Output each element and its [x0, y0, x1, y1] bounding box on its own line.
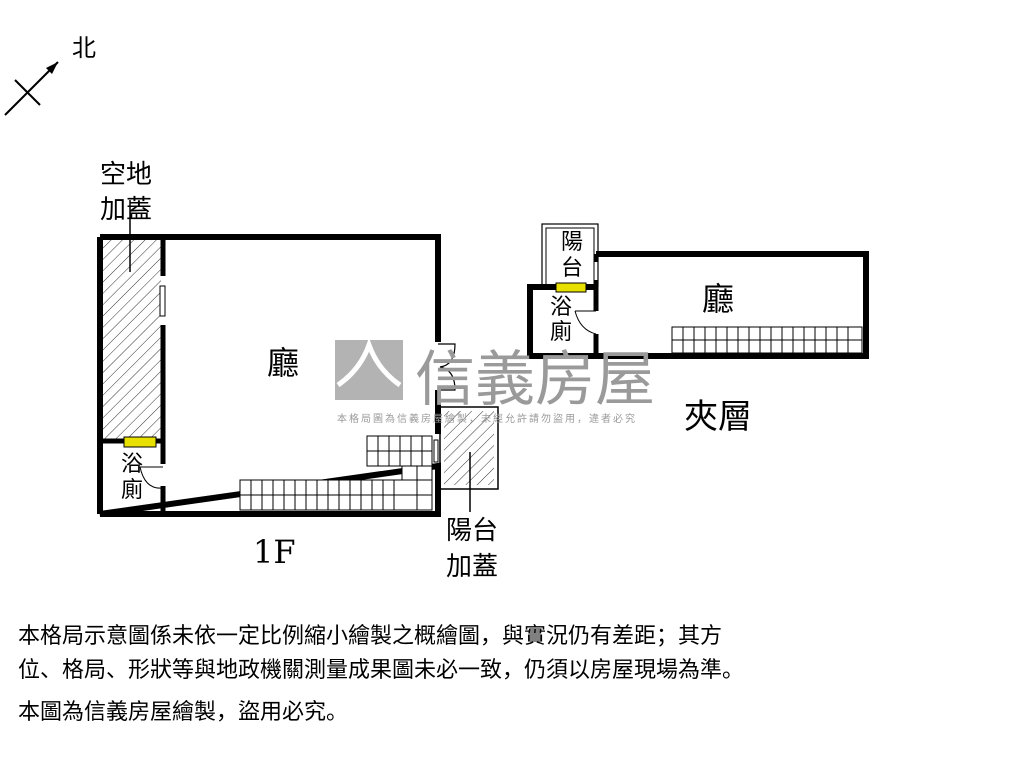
bath-label-1f-2: 廁 [121, 478, 144, 503]
empty-lot-label-1: 空地 [100, 160, 153, 190]
window-icon [123, 436, 157, 448]
disclaimer-line-2: 位、格局、形狀等與地政機關測量成果圖未必一致，仍須以房屋現場為準。 [18, 658, 745, 683]
floor-1f [97, 200, 499, 517]
mezz-bath-label-1: 浴 [550, 295, 573, 320]
hall-label-mezz: 廳 [702, 280, 735, 318]
north-arrow-icon [4, 61, 59, 116]
empty-lot-label-2: 加蓋 [100, 195, 153, 225]
floor-mezzanine [527, 223, 869, 359]
mezz-balcony-label-1: 陽 [561, 230, 584, 255]
mezz-balcony-label-2: 台 [561, 256, 584, 281]
hall-label-1f: 廳 [267, 344, 300, 382]
bath-label-1f-1: 浴 [121, 452, 144, 477]
balcony-hatch [444, 411, 494, 485]
disclaimer-line-1: 本格局示意圖係未依一定比例縮小繪製之概繪圖，與實況仍有差距；其方 [18, 624, 723, 649]
window-icon [555, 282, 587, 293]
floor-label-mezz: 夾層 [684, 397, 752, 437]
balcony-label-1: 陽台 [446, 516, 499, 546]
empty-lot-hatch [103, 240, 161, 440]
compass-label: 北 [72, 34, 96, 62]
floor-label-1f: 1F [253, 533, 296, 571]
watermark-notice: 本格局圖為信義房屋繪製，未經允許請勿盜用，違者必究 [337, 414, 637, 425]
watermark-logo [335, 337, 403, 400]
disclaimer-line-3: 本圖為信義房屋繪製，盜用必究。 [18, 700, 349, 725]
watermark-brand: 信義房屋 [415, 345, 655, 415]
mezz-bath-label-2: 廁 [550, 320, 573, 345]
balcony-label-2: 加蓋 [446, 552, 499, 582]
